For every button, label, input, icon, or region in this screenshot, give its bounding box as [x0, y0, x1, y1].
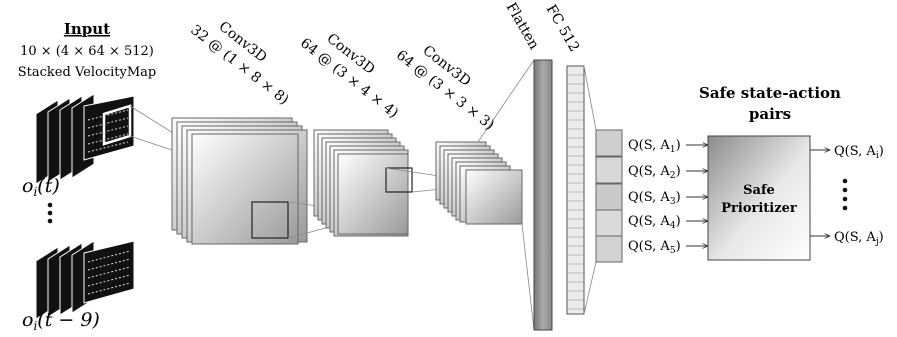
prioritizer-box-line1: Safe — [743, 183, 775, 198]
q-labels: Q(S, A1) Q(S, A2) Q(S, A3) Q(S, A4) Q(S,… — [628, 138, 681, 256]
q-label-2: Q(S, A2) — [628, 164, 681, 181]
conv-layer-2-blocks — [313, 129, 413, 237]
prioritizer-heading-line2: pairs — [749, 105, 791, 123]
vertical-ellipsis-output — [842, 178, 848, 211]
input-frame-stack-top — [35, 93, 135, 185]
conv-layer-1-blocks — [171, 117, 308, 245]
output-label-i: Q(S, Ai) — [834, 144, 884, 161]
q-label-5: Q(S, A5) — [628, 239, 681, 256]
output-arrows — [810, 150, 830, 236]
flatten-fan-lines — [477, 59, 535, 331]
q-arrows — [686, 145, 708, 246]
frame-label-top: oi(t) — [22, 175, 60, 199]
conv-label-1: Conv3D 32 @ (1 × 8 × 8) — [187, 19, 291, 109]
prioritizer-box-line2: Prioritizer — [721, 201, 797, 216]
conv-label-2: Conv3D 64 @ (3 × 4 × 4) — [297, 31, 401, 122]
q-value-column — [595, 129, 623, 263]
fc-512-bar — [566, 65, 585, 315]
q-label-1: Q(S, A1) — [628, 138, 681, 155]
input-frame-stack-bottom — [35, 240, 135, 320]
conv-label-3: Conv3D 64 @ (3 × 3 × 3) — [393, 43, 497, 134]
prioritizer-heading-line1: Safe state-action — [699, 84, 841, 102]
output-label-j: Q(S, Aj) — [834, 230, 884, 247]
safe-prioritizer-box — [707, 135, 811, 261]
input-subtitle: Stacked VelocityMap — [18, 65, 156, 80]
frame-label-bottom: oi(t − 9) — [22, 309, 100, 333]
output-labels: Q(S, Ai) Q(S, Aj) — [834, 144, 884, 247]
fc-to-q-lines — [583, 65, 597, 315]
q-label-4: Q(S, A4) — [628, 214, 681, 231]
flatten-label: Flatten — [503, 0, 542, 52]
flatten-bar — [533, 59, 553, 331]
q-label-3: Q(S, A3) — [628, 190, 681, 207]
conv-layer-3-blocks — [435, 141, 523, 225]
vertical-ellipsis-input — [47, 202, 53, 224]
input-dims: 10 × (4 × 64 × 512) — [20, 44, 154, 59]
input-title: Input — [64, 20, 110, 38]
fc-label: FC 512 — [543, 2, 583, 55]
